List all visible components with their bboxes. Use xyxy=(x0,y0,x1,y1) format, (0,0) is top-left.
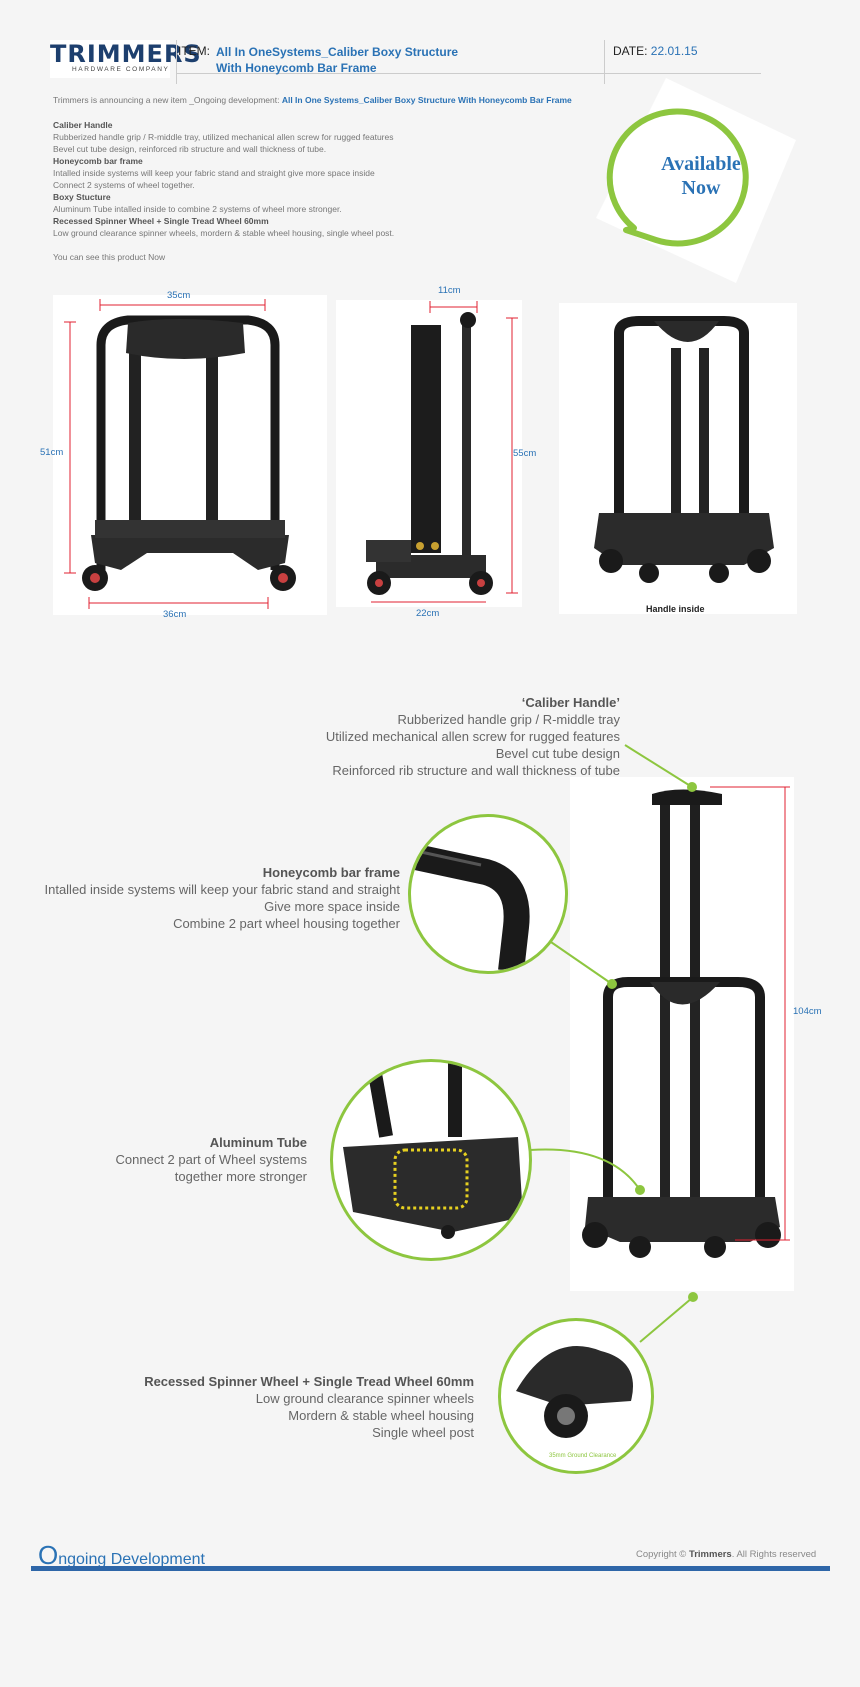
item-label: ITEM: xyxy=(178,44,210,58)
desc-line: Boxy Stucture xyxy=(53,192,111,202)
callout-line: Reinforced rib structure and wall thickn… xyxy=(332,763,620,778)
callout-line: Mordern & stable wheel housing xyxy=(288,1408,474,1423)
callout-line: Low ground clearance spinner wheels xyxy=(255,1391,474,1406)
full-trolley-image xyxy=(582,786,790,1258)
callout-dot-aluminum xyxy=(635,1185,645,1195)
callout-line: Utilized mechanical allen screw for rugg… xyxy=(325,729,620,744)
header-underline xyxy=(176,73,761,74)
footer-title-initial: O xyxy=(38,1540,59,1570)
copyright-prefix: Copyright © xyxy=(636,1549,689,1560)
date-value: 22.01.15 xyxy=(650,44,698,58)
dim-side-top: 11cm xyxy=(438,285,461,296)
aluminum-tube-image xyxy=(343,1062,523,1239)
honeycomb-detail-circle xyxy=(408,814,568,974)
full-trolley-panel xyxy=(570,777,794,1291)
dim-front-height: 51cm xyxy=(40,447,64,458)
callout-line: Rubberized handle grip / R-middle tray xyxy=(397,712,620,727)
available-now-badge: Available Now xyxy=(596,78,796,283)
date-label: DATE: xyxy=(613,44,648,58)
footer-copyright: Copyright © Trimmers. All Rights reserve… xyxy=(636,1549,816,1560)
honeycomb-bar-image xyxy=(413,844,530,971)
callout-wheel: Recessed Spinner Wheel + Single Tread Wh… xyxy=(54,1373,474,1441)
aluminum-detail-circle xyxy=(330,1059,532,1261)
callout-dot-honeycomb xyxy=(607,979,617,989)
callout-caliber-handle: ‘Caliber Handle’ Rubberized handle grip … xyxy=(200,694,620,779)
header-divider-right xyxy=(604,40,605,84)
wheel-clearance-label: 35mm Ground Clearance xyxy=(549,1453,617,1459)
callout-dot-wheel xyxy=(688,1292,698,1302)
front-view-panel xyxy=(53,295,327,615)
desc-line: Rubberized handle grip / R-middle tray, … xyxy=(53,132,394,142)
desc-line: Connect 2 systems of wheel together. xyxy=(53,180,195,190)
dim-side-height: 55cm xyxy=(513,448,537,459)
callout-line: Combine 2 part wheel housing together xyxy=(173,916,400,931)
spinner-wheel-image xyxy=(516,1346,633,1438)
front-view-trolley-image xyxy=(64,299,296,609)
callout-title: Aluminum Tube xyxy=(209,1135,307,1150)
header-divider-left xyxy=(176,40,177,84)
trimmers-logo: TRIMMERS HARDWARE COMPANY xyxy=(50,40,201,78)
callout-line: together more stronger xyxy=(174,1169,307,1184)
intro-prefix: Trimmers is announcing a new item _Ongoi… xyxy=(53,95,282,105)
desc-line: Low ground clearance spinner wheels, mor… xyxy=(53,228,395,238)
callout-title: Recessed Spinner Wheel + Single Tread Wh… xyxy=(144,1374,474,1389)
dim-side-bottom: 22cm xyxy=(416,608,440,619)
callout-line: Give more space inside xyxy=(264,899,400,914)
dim-front-top: 35cm xyxy=(167,290,191,301)
callout-line: Single wheel post xyxy=(372,1425,474,1440)
callout-title: Honeycomb bar frame xyxy=(262,865,400,880)
wheel-detail-circle: 35mm Ground Clearance xyxy=(498,1318,654,1474)
see-product-text: You can see this product Now xyxy=(53,252,166,262)
desc-line: Honeycomb bar frame xyxy=(53,156,143,166)
callout-line: Bevel cut tube design xyxy=(495,746,620,761)
intro-text: Trimmers is announcing a new item _Ongoi… xyxy=(53,95,572,105)
side-view-panel xyxy=(336,300,522,607)
desc-line: Recessed Spinner Wheel + Single Tread Wh… xyxy=(53,216,269,226)
callout-dot-caliber xyxy=(687,782,697,792)
handle-inside-trolley-image xyxy=(594,316,774,583)
footer-bar xyxy=(31,1566,830,1571)
handle-inside-caption: Handle inside xyxy=(646,604,705,614)
side-view-trolley-image xyxy=(366,301,518,603)
desc-line: Aluminum Tube intalled inside to combine… xyxy=(53,204,342,214)
intro-product: All In One Systems_Caliber Boxy Structur… xyxy=(281,95,572,105)
item-title-line2: With Honeycomb Bar Frame xyxy=(216,61,377,75)
callout-honeycomb: Honeycomb bar frame Intalled inside syst… xyxy=(0,864,400,932)
callout-aluminum: Aluminum Tube Connect 2 part of Wheel sy… xyxy=(0,1134,307,1185)
description-list: Caliber Handle Rubberized handle grip / … xyxy=(53,119,613,239)
badge-line2: Now xyxy=(682,177,721,199)
dim-front-bottom: 36cm xyxy=(163,609,187,620)
item-title: All In OneSystems_Caliber Boxy Structure… xyxy=(216,44,556,76)
badge-line1: Available xyxy=(661,153,741,175)
desc-line: Bevel cut tube design, reinforced rib st… xyxy=(53,144,327,154)
dim-full-height: 104cm xyxy=(793,1006,822,1017)
logo-tagline: HARDWARE COMPANY xyxy=(72,66,170,73)
callout-line: Intalled inside systems will keep your f… xyxy=(44,882,400,897)
logo-wordmark: TRIMMERS xyxy=(50,40,202,68)
handle-inside-panel xyxy=(559,303,797,614)
footer-title-rest: ngoing Development xyxy=(58,1551,205,1568)
desc-line: Intalled inside systems will keep your f… xyxy=(53,168,375,178)
callout-line: Connect 2 part of Wheel systems xyxy=(115,1152,307,1167)
copyright-suffix: . All Rights reserved xyxy=(731,1549,817,1560)
copyright-brand: Trimmers xyxy=(688,1549,732,1560)
desc-line: Caliber Handle xyxy=(53,120,113,130)
footer-title: Ongoing Development xyxy=(38,1540,205,1571)
date: DATE: 22.01.15 xyxy=(613,44,698,58)
item-title-line1: All In OneSystems_Caliber Boxy Structure xyxy=(216,45,459,59)
callout-title: ‘Caliber Handle’ xyxy=(521,695,620,710)
